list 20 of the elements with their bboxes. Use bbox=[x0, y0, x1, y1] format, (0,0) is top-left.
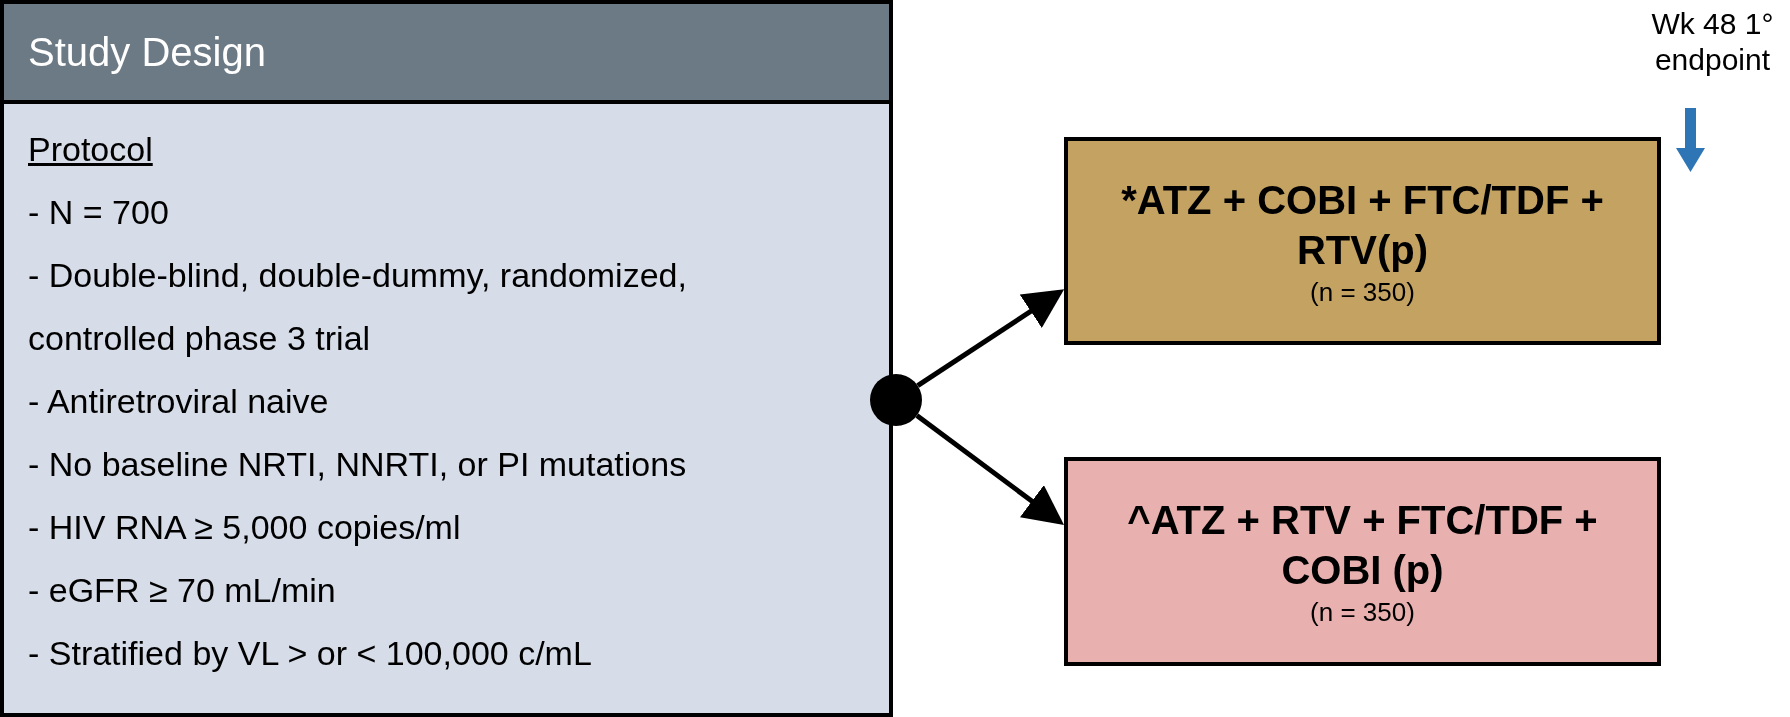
study-design-panel bbox=[0, 0, 893, 717]
sample-size: (n = 350) bbox=[1310, 597, 1415, 628]
protocol-item: - Double-blind, double-dummy, randomized, controlled phase 3 trial bbox=[28, 255, 688, 359]
protocol-item: - eGFR ≥ 70 mL/min bbox=[28, 570, 337, 611]
timepoint-note: Wk 48 1° endpoint bbox=[1650, 6, 1775, 78]
treatment-arm-box bbox=[1064, 457, 1661, 666]
regimen-text: *ATZ + COBI + FTC/TDF + RTV(p) bbox=[1120, 176, 1605, 274]
protocol-item: - HIV RNA ≥ 5,000 copies/ml bbox=[28, 507, 462, 548]
arrow bbox=[915, 413, 1064, 525]
sample-size: (n = 350) bbox=[1310, 276, 1415, 308]
protocol-item: - Stratified by VL > or < 100,000 c/mL bbox=[28, 633, 593, 674]
protocol-item: - Antiretroviral naive bbox=[28, 381, 330, 422]
treatment-arm-box bbox=[1064, 137, 1661, 345]
protocol-item: - No baseline NRTI, NNRTI, or PI mutations bbox=[28, 444, 688, 485]
protocol-item: - N = 700 bbox=[28, 192, 170, 233]
panel-header: Study Design bbox=[4, 4, 889, 104]
branch-dot bbox=[870, 374, 922, 426]
regimen-text: ^ATZ + RTV + FTC/TDF + COBI (p) bbox=[1126, 497, 1599, 594]
section-heading: Protocol bbox=[28, 129, 154, 170]
arrow bbox=[916, 289, 1065, 388]
